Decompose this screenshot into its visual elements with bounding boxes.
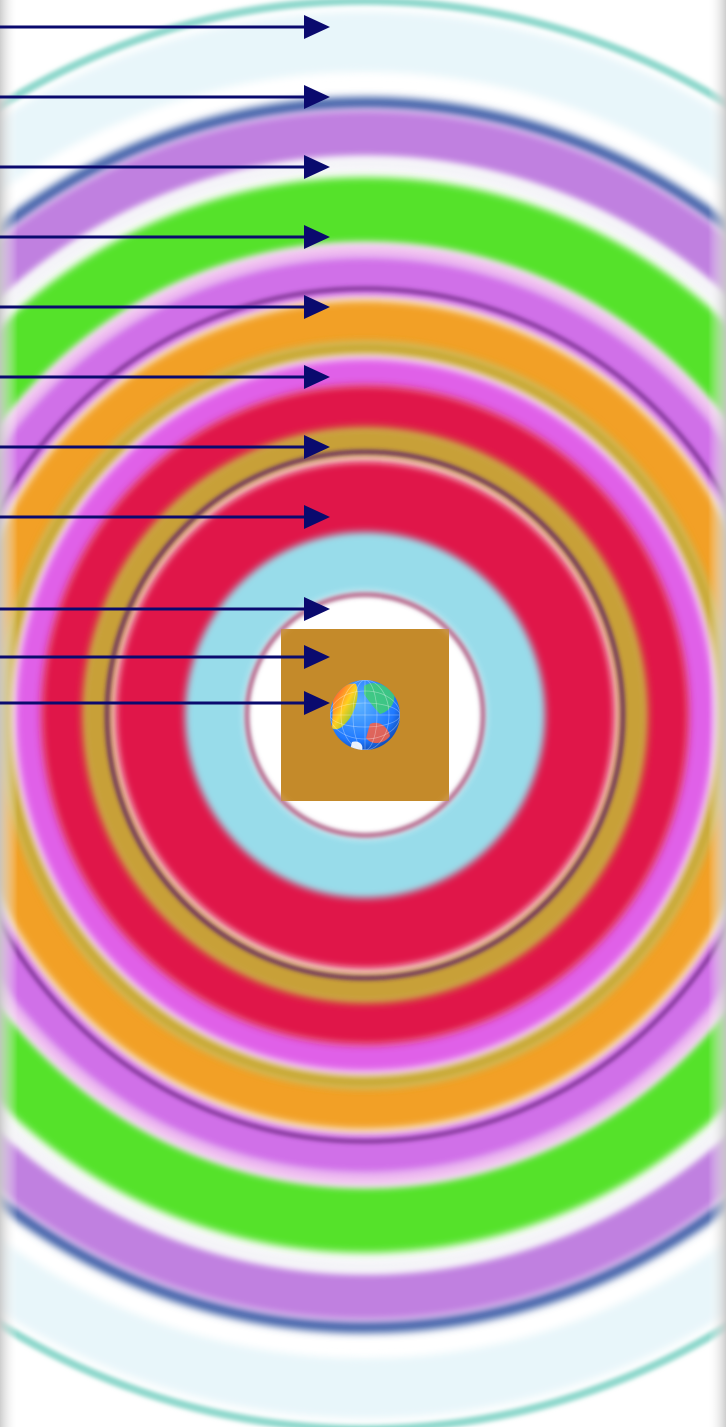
dark-blue-ring bbox=[0, 97, 726, 1333]
dark-violet-ring bbox=[0, 286, 726, 1144]
pale-pink-ring bbox=[0, 244, 726, 1186]
crimson-inner-band bbox=[115, 460, 615, 970]
white-gap bbox=[0, 157, 726, 1273]
globe-continent-north bbox=[364, 683, 395, 714]
left-edge-shade bbox=[0, 0, 18, 1427]
gold-band bbox=[82, 426, 648, 1004]
light-cyan-band bbox=[185, 532, 545, 898]
globe-continent-west bbox=[332, 683, 358, 730]
globe-ice bbox=[350, 741, 363, 750]
globe-continent-south bbox=[366, 722, 390, 744]
magenta-band bbox=[15, 358, 715, 1072]
violet-band bbox=[0, 256, 726, 1174]
pale-blue-white-band bbox=[0, 12, 726, 1418]
crimson-band bbox=[41, 385, 689, 1045]
arrows-group bbox=[0, 15, 330, 715]
green-band bbox=[0, 177, 726, 1253]
orange-band bbox=[0, 300, 726, 1130]
purple-ring bbox=[105, 449, 625, 981]
lilac-band bbox=[0, 109, 726, 1321]
globe-icon bbox=[330, 680, 400, 750]
right-edge-shade bbox=[708, 0, 726, 1427]
